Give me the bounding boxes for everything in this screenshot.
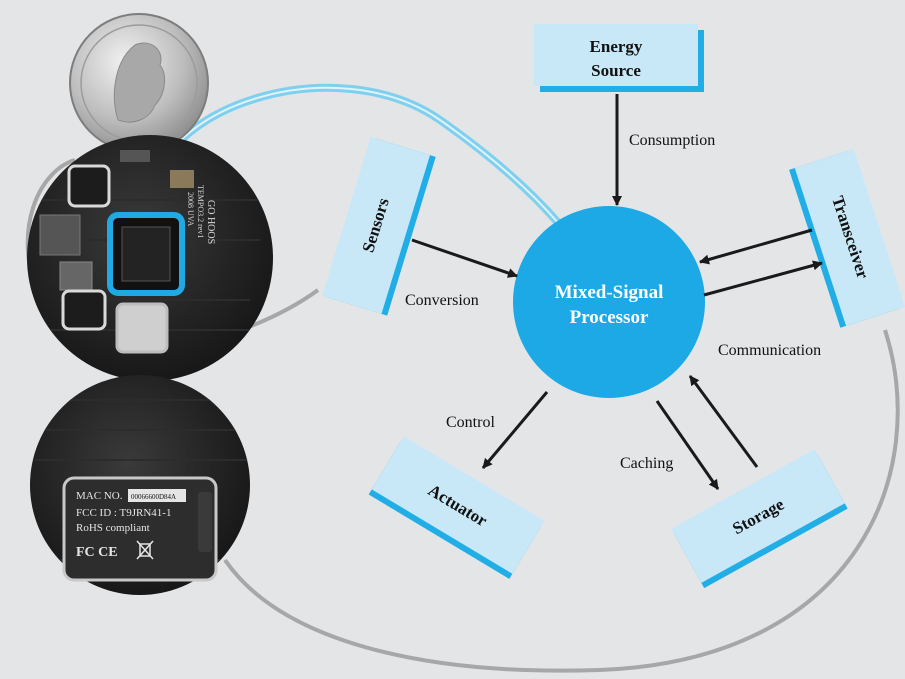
control-label: Control	[446, 414, 495, 431]
arrow-transceiver-to-processor	[699, 228, 813, 265]
mixed-signal-processor-node: Mixed-Signal Processor	[513, 206, 705, 398]
storage-node: Storage	[671, 449, 848, 589]
caching-label: Caching	[620, 455, 673, 472]
fcc-id-label: FCC ID : T9JRN41-1	[76, 507, 171, 519]
board-top-label-1: GO HOOS	[205, 200, 216, 244]
certification-marks: FC CE	[76, 545, 118, 560]
sensor-board-bottom-image: MAC NO. 00066600D84A FCC ID : T9JRN41-1 …	[30, 375, 250, 595]
arrow-storage-to-processor	[688, 375, 759, 468]
sensors-node: Sensors	[322, 136, 436, 316]
sensor-board-top-image: GO HOOS TEMPO3.2 rev1 2008 UVA	[27, 135, 273, 381]
wire-storage-loop	[223, 329, 900, 673]
weee-bin-icon	[136, 540, 154, 560]
mac-value: 00066600D84A	[131, 493, 176, 501]
arrow-sensors-to-processor	[411, 238, 518, 278]
processor-label-line1: Mixed-Signal	[555, 282, 664, 303]
mac-label: MAC NO.	[76, 490, 123, 502]
processor-label-line2: Processor	[570, 307, 649, 328]
flow-arrows	[411, 94, 823, 490]
arrow-processor-to-transceiver	[703, 260, 823, 297]
energy-source-label-line1: Energy	[590, 37, 643, 56]
quarter-coin-image	[69, 13, 209, 153]
conversion-label: Conversion	[405, 292, 479, 309]
energy-source-label-line2: Source	[591, 61, 641, 80]
arrow-processor-to-actuator	[481, 391, 549, 469]
board-top-label-3: 2008 UVA	[186, 192, 195, 227]
rohs-label: RoHS compliant	[76, 522, 150, 534]
communication-label: Communication	[718, 342, 821, 359]
transceiver-node: Transceiver	[789, 148, 905, 328]
arrow-processor-to-storage	[655, 400, 720, 490]
actuator-node: Actuator	[368, 436, 545, 579]
energy-source-node: Energy Source	[534, 24, 704, 92]
consumption-label: Consumption	[629, 132, 715, 149]
board-top-label-2: TEMPO3.2 rev1	[196, 185, 205, 238]
edge-labels: Consumption Conversion Communication Con…	[405, 132, 821, 472]
